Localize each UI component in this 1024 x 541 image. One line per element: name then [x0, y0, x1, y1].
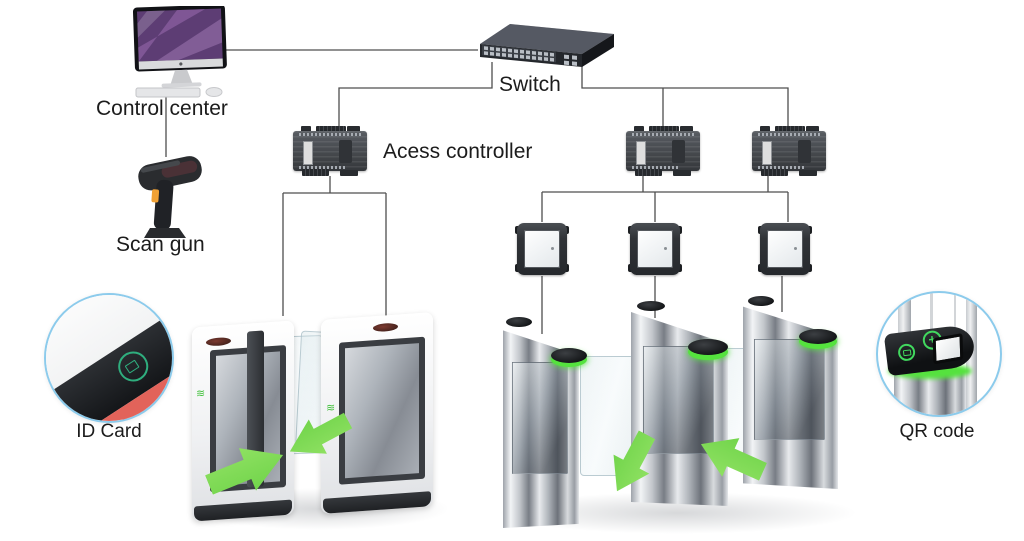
imac-illustration	[132, 4, 227, 98]
control-center-computer	[126, 4, 236, 98]
contactless-icon	[112, 346, 155, 388]
cabinet-end-cap	[637, 301, 665, 311]
wire-switch-controller3	[581, 64, 789, 126]
access-controller-3	[752, 126, 826, 176]
scan-gun-handle	[153, 179, 174, 231]
switch-illustration	[480, 24, 614, 67]
scan-gun-base	[144, 228, 186, 238]
wire-switch-controller1	[338, 62, 493, 126]
swing-gate-cabinet-left: ≋	[192, 320, 294, 522]
scan-gun-illustration	[138, 156, 202, 238]
imac-mouse	[205, 87, 223, 97]
switch-ports	[482, 45, 577, 66]
qr-scan-window	[932, 333, 964, 365]
wire-controllers-bus	[542, 174, 788, 193]
cabinet-end-cap	[748, 296, 774, 306]
brand-wave-icon: ≋	[326, 401, 336, 415]
qr-code-callout-circle: +	[876, 291, 1002, 417]
access-controller-label: Acess controller	[383, 140, 533, 163]
cabinet-reader-cap	[799, 329, 837, 344]
cabinet-end-cap	[506, 317, 532, 327]
wire-readers-gates	[541, 276, 783, 334]
imac-stand	[170, 69, 193, 85]
apple-logo-icon	[179, 62, 183, 66]
wire-bus-readers	[541, 192, 789, 222]
wire-controller1-gates	[282, 176, 387, 318]
id-card-closeup	[46, 295, 172, 421]
qr-reader-screen	[524, 230, 560, 268]
qr-reader-1	[515, 220, 569, 278]
access-controller-1	[293, 126, 367, 176]
speed-gate-cabinet-2	[631, 312, 728, 506]
scan-gun-label: Scan gun	[116, 233, 205, 256]
switch-label: Switch	[499, 73, 561, 96]
controller-body	[752, 131, 826, 171]
controller-body	[626, 131, 700, 171]
access-controller-2	[626, 126, 700, 176]
swing-gate-cabinet-right: ≋	[321, 312, 433, 514]
network-switch	[466, 14, 616, 70]
qr-reader-2	[628, 220, 682, 278]
qr-reader-screen	[637, 230, 673, 268]
scan-gun-trigger-button	[151, 189, 160, 203]
brand-wave-icon: ≋	[196, 387, 206, 401]
qr-code-label: QR code	[899, 421, 975, 442]
cabinet-reader-cap	[688, 339, 728, 355]
cabinet-reader-cap	[551, 348, 587, 363]
qr-reader-screen	[767, 230, 803, 268]
scan-gun-device	[122, 152, 212, 242]
id-card-label: ID Card	[76, 421, 142, 442]
imac-keyboard	[135, 87, 201, 98]
card-tap-icon	[897, 342, 917, 362]
qr-reader-3	[758, 220, 812, 278]
controller-body	[293, 131, 367, 171]
control-center-label: Control center	[96, 97, 228, 120]
id-card-callout-circle	[44, 293, 174, 423]
